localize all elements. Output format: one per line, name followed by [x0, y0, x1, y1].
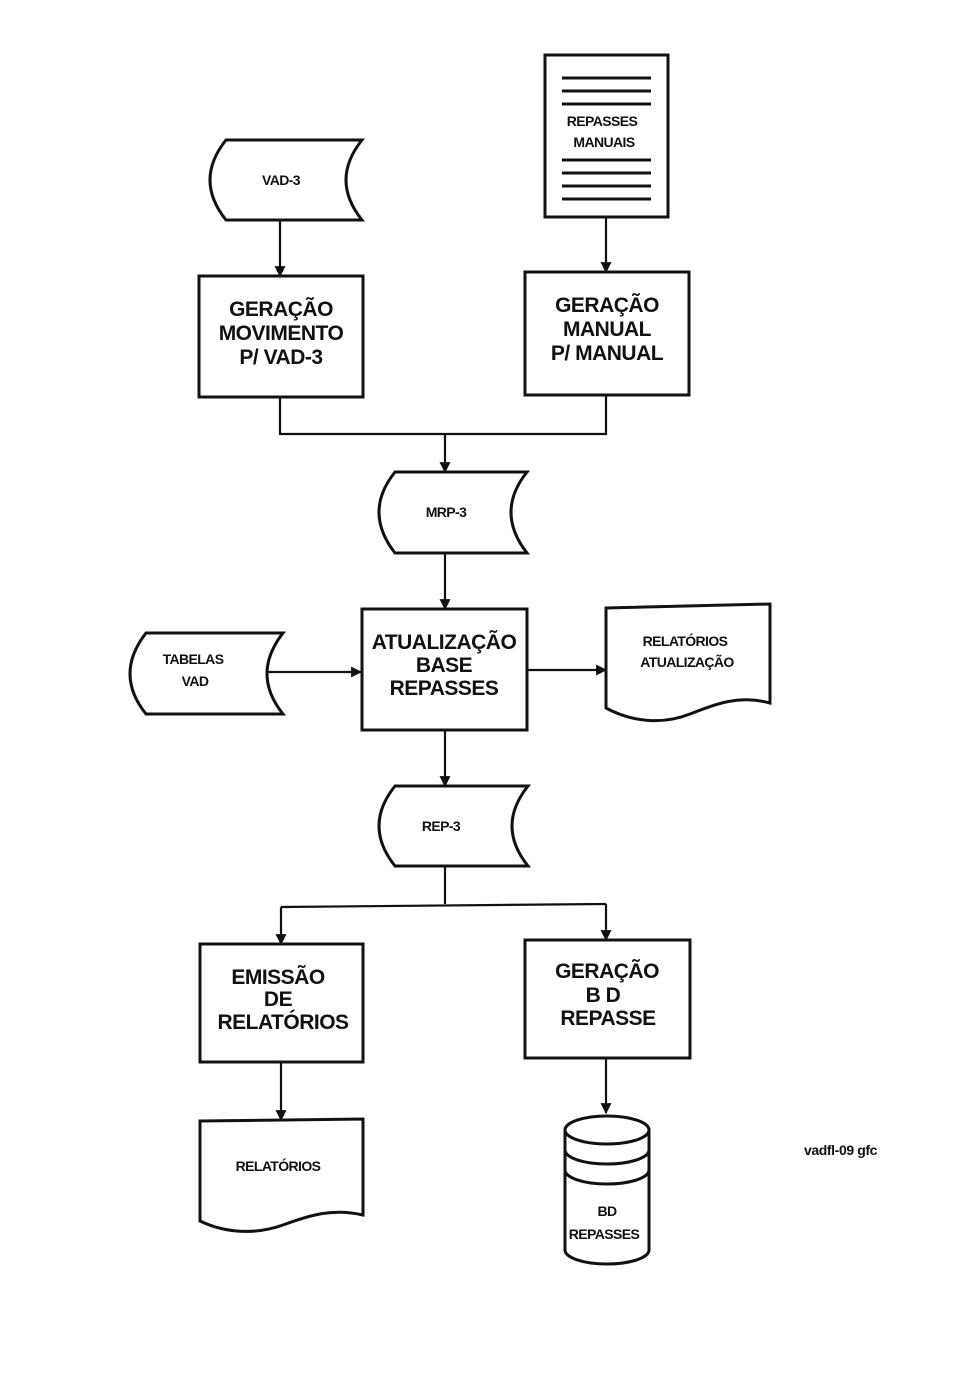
connector-split-horizontal [280, 902, 607, 909]
atualizacao-base-line3: REPASSES [390, 677, 499, 700]
node-repasses-manuais-document: REPASSES MANUAIS [543, 53, 670, 219]
geracao-manual-line1: GERAÇÃO [555, 294, 659, 317]
node-relatorios-atualizacao-document: RELATÓRIOS ATUALIZAÇÃO [604, 602, 772, 723]
tabelas-vad-line1: TABELAS [163, 651, 224, 667]
atualizacao-base-line2: BASE [416, 654, 473, 677]
geracao-movimento-line1: GERAÇÃO [229, 298, 333, 321]
node-geracao-movimento-process: GERAÇÃO MOVIMENTO P/ VAD-3 [197, 274, 365, 399]
emissao-relatorios-line2: DE [264, 988, 293, 1011]
geracao-bd-line2: B D [586, 984, 621, 1007]
bd-repasses-line1: BD [597, 1203, 617, 1219]
connectors [265, 217, 612, 1122]
node-atualizacao-base-process: ATUALIZAÇÃO BASE REPASSES [360, 607, 529, 732]
relatorios-label: RELATÓRIOS [236, 1157, 321, 1174]
geracao-movimento-line3: P/ VAD-3 [239, 346, 322, 369]
vad3-label: VAD-3 [262, 172, 301, 188]
mrp3-label: MRP-3 [426, 504, 467, 520]
geracao-manual-line3: P/ MANUAL [551, 342, 664, 365]
node-tabelas-vad-stored-data: TABELAS VAD [128, 631, 287, 716]
repasses-manuais-label-line2: MANUAIS [573, 134, 634, 150]
rep3-label: REP-3 [422, 818, 461, 834]
geracao-bd-line1: GERAÇÃO [555, 960, 659, 983]
bd-repasses-line2: REPASSES [569, 1226, 640, 1242]
file-reference-label: vadfl-09 gfc [804, 1142, 878, 1158]
node-vad3-stored-data: VAD-3 [208, 138, 366, 222]
atualizacao-base-line1: ATUALIZAÇÃO [372, 631, 517, 654]
document-text-lines [562, 76, 651, 201]
emissao-relatorios-line1: EMISSÃO [231, 966, 325, 989]
node-geracao-manual-process: GERAÇÃO MANUAL P/ MANUAL [523, 270, 691, 397]
node-bd-repasses-database: BD REPASSES [563, 1114, 651, 1266]
tabelas-vad-line2: VAD [182, 673, 209, 689]
connector-merge-to-mrp3 [278, 395, 608, 436]
geracao-bd-line3: REPASSE [560, 1007, 656, 1030]
node-rep3-stored-data: REP-3 [377, 784, 532, 868]
node-mrp3-stored-data: MRP-3 [377, 470, 531, 555]
relatorios-atualizacao-line2: ATUALIZAÇÃO [640, 653, 734, 670]
emissao-relatorios-line3: RELATÓRIOS [217, 1010, 349, 1034]
geracao-manual-line2: MANUAL [563, 318, 652, 341]
node-relatorios-document: RELATÓRIOS [198, 1117, 365, 1233]
relatorios-atualizacao-line1: RELATÓRIOS [643, 632, 728, 649]
node-emissao-relatorios-process: EMISSÃO DE RELATÓRIOS [198, 942, 365, 1064]
repasses-manuais-label-line1: REPASSES [567, 113, 638, 129]
node-geracao-bd-process: GERAÇÃO B D REPASSE [523, 938, 692, 1060]
geracao-movimento-line2: MOVIMENTO [219, 322, 344, 345]
